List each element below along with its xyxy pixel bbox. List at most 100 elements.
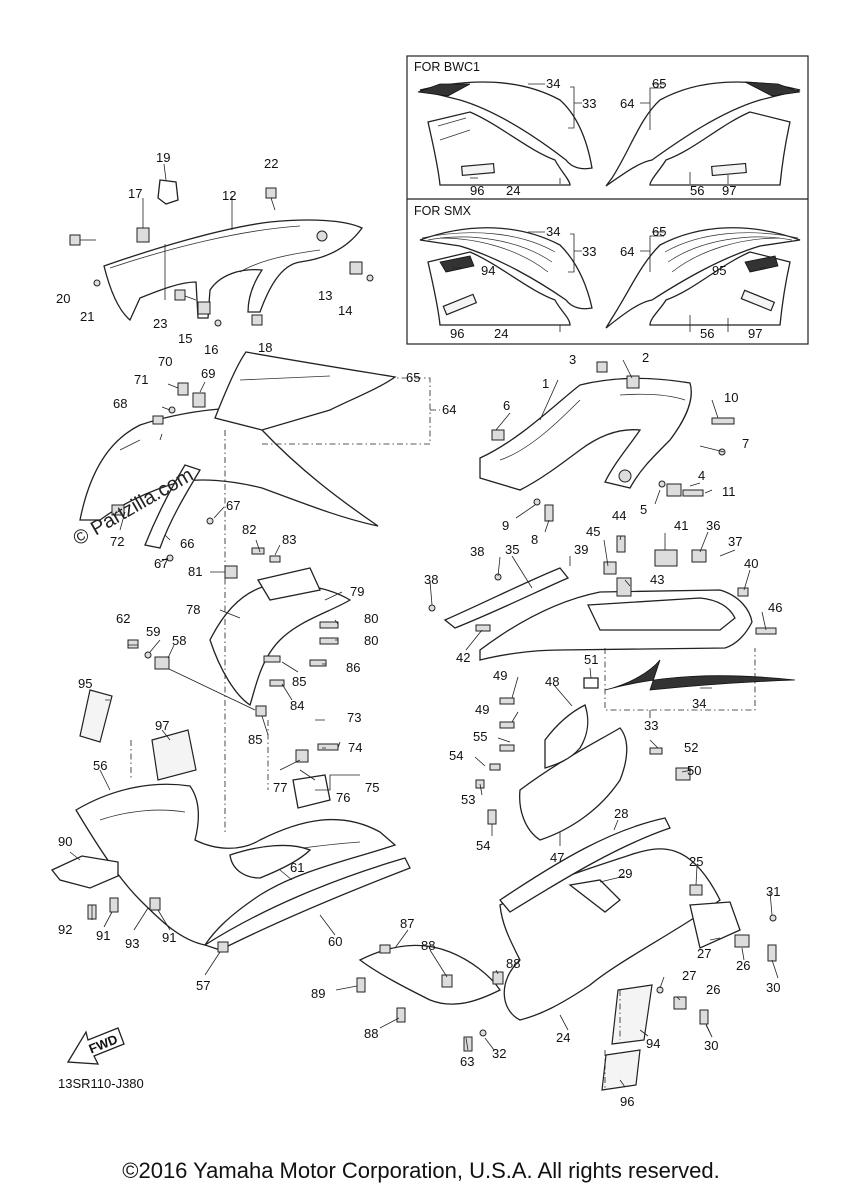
part-label: 43 [650, 572, 664, 587]
bracket-assembly-12 [103, 163, 363, 322]
part-label: 24 [556, 1030, 570, 1045]
part-label: 22 [264, 156, 278, 171]
part-label: 68 [113, 396, 127, 411]
part-label: 56 [700, 326, 714, 341]
part-label: 37 [728, 534, 742, 549]
part-label: 60 [328, 934, 342, 949]
part-label: 76 [336, 790, 350, 805]
leader-lines [69, 359, 779, 1088]
part-label: 96 [620, 1094, 634, 1109]
upper-cowl-64 [79, 351, 440, 549]
part-label: 89 [311, 986, 325, 1001]
part-label: 88 [506, 956, 520, 971]
inset-title-bwc1: FOR BWC1 [414, 60, 480, 74]
part-label: 33 [582, 96, 596, 111]
part-label: 20 [56, 291, 70, 306]
part-label: 17 [128, 186, 142, 201]
part-label: 55 [473, 729, 487, 744]
part-label: 35 [505, 542, 519, 557]
fasteners-inner-panel [127, 621, 339, 717]
part-label: 97 [722, 183, 736, 198]
part-label: 3 [569, 352, 576, 367]
part-label: 29 [618, 866, 632, 881]
part-label: 27 [682, 968, 696, 983]
part-label: 50 [687, 763, 701, 778]
part-label: 34 [692, 696, 706, 711]
part-label: 12 [222, 188, 236, 203]
bracket-assembly-1 [479, 377, 692, 491]
part-label: 85 [292, 674, 306, 689]
part-label: 49 [475, 702, 489, 717]
part-label: 38 [424, 572, 438, 587]
part-label: 40 [744, 556, 758, 571]
part-label: 78 [186, 602, 200, 617]
part-label: 27 [697, 946, 711, 961]
part-label: 80 [364, 611, 378, 626]
part-label: 61 [290, 860, 304, 875]
part-label: 33 [582, 244, 596, 259]
part-label: 49 [493, 668, 507, 683]
part-label: 1 [542, 376, 549, 391]
part-label: 69 [201, 366, 215, 381]
part-label: 74 [348, 740, 362, 755]
part-label: 51 [584, 652, 598, 667]
fasteners-cowl [111, 382, 214, 562]
part-label: 56 [690, 183, 704, 198]
part-label: 11 [722, 484, 736, 499]
part-label: 83 [282, 532, 296, 547]
part-label: 26 [736, 958, 750, 973]
part-label: 88 [364, 1026, 378, 1041]
inner-cover-47 [475, 677, 691, 841]
part-label: 95 [78, 676, 92, 691]
part-label: 24 [506, 183, 520, 198]
part-label: 42 [456, 650, 470, 665]
part-label: 36 [706, 518, 720, 533]
part-label: 33 [644, 718, 658, 733]
part-labels: 19 22 17 12 20 21 23 15 16 18 13 14 34 3… [56, 76, 782, 1109]
part-label: 39 [574, 542, 588, 557]
part-label: 44 [612, 508, 626, 523]
part-label: 80 [364, 633, 378, 648]
part-label: 25 [689, 854, 703, 869]
part-label: 6 [503, 398, 510, 413]
part-label: 97 [748, 326, 762, 341]
part-label: 91 [96, 928, 110, 943]
fasteners-lower-left [87, 743, 339, 953]
part-label: 30 [766, 980, 780, 995]
part-label: 30 [704, 1038, 718, 1053]
part-label: 48 [545, 674, 559, 689]
part-label: 87 [400, 916, 414, 931]
part-label: 14 [338, 303, 352, 318]
part-label: 18 [258, 340, 272, 355]
part-label: 86 [346, 660, 360, 675]
part-label: 94 [481, 263, 495, 278]
part-label: 96 [450, 326, 464, 341]
part-label: 15 [178, 331, 192, 346]
part-label: 72 [110, 534, 124, 549]
part-label: 62 [116, 611, 130, 626]
part-label: 8 [531, 532, 538, 547]
part-label: 56 [93, 758, 107, 773]
part-label: 32 [492, 1046, 506, 1061]
part-label: 52 [684, 740, 698, 755]
part-label: 79 [350, 584, 364, 599]
part-label: 28 [614, 806, 628, 821]
part-label: 58 [172, 633, 186, 648]
fasteners-lower-right [356, 884, 777, 1052]
diagram-code: 13SR110-J380 [58, 1076, 144, 1091]
part-label: 71 [134, 372, 148, 387]
part-label: 97 [155, 718, 169, 733]
part-label: 82 [242, 522, 256, 537]
inset-bwc1-parts [417, 81, 801, 187]
lower-fairing-24 [358, 817, 741, 1091]
part-label: 93 [125, 936, 139, 951]
part-label: 41 [674, 518, 688, 533]
part-label: 84 [290, 698, 304, 713]
part-label: 46 [768, 600, 782, 615]
inset-smx-parts [419, 227, 801, 332]
part-label: 47 [550, 850, 564, 865]
part-label: 7 [742, 436, 749, 451]
part-label: 65 [652, 224, 666, 239]
part-label: 45 [586, 524, 600, 539]
part-label: 91 [162, 930, 176, 945]
